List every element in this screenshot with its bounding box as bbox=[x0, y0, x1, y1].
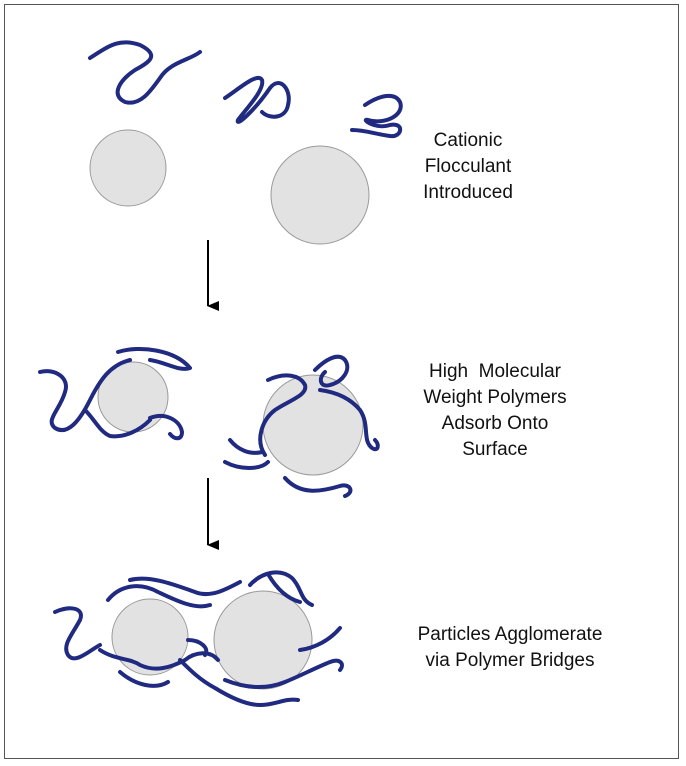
stage-1 bbox=[88, 40, 403, 245]
polymer-chain bbox=[128, 576, 242, 597]
polymer-chain bbox=[178, 658, 300, 707]
particle-small bbox=[89, 129, 167, 207]
polymer-chain bbox=[186, 638, 209, 657]
polymer-chain bbox=[223, 658, 344, 689]
polymer-chain bbox=[88, 40, 202, 105]
polymer-chain bbox=[53, 606, 102, 661]
polymer-chain bbox=[116, 346, 192, 371]
polymer-chain bbox=[38, 358, 132, 432]
stage-1-label: Cationic Flocculant Introduced bbox=[398, 128, 538, 206]
polymer-chain bbox=[148, 413, 184, 441]
stage-2-label: High Molecular Weight Polymers Adsorb On… bbox=[410, 359, 580, 463]
polymer-chain bbox=[313, 354, 350, 388]
polymer-chain bbox=[118, 670, 170, 688]
polymer-chain bbox=[223, 460, 270, 470]
stage-3-label: Particles Agglomerate via Polymer Bridge… bbox=[400, 622, 620, 674]
polymer-chain bbox=[298, 626, 342, 652]
polymer-chain bbox=[248, 570, 314, 607]
label-line: via Polymer Bridges bbox=[425, 650, 595, 671]
polymer-chain bbox=[98, 648, 220, 671]
label-line: High Molecular bbox=[429, 361, 561, 382]
label-line: Flocculant bbox=[424, 156, 512, 177]
polymer-chain bbox=[228, 438, 264, 455]
stage-2 bbox=[38, 346, 380, 498]
polymer-chain bbox=[318, 388, 380, 452]
label-line: Cationic bbox=[433, 130, 503, 151]
label-line: Surface bbox=[462, 439, 528, 460]
stage-3 bbox=[53, 570, 344, 707]
label-line: Introduced bbox=[423, 182, 513, 203]
particle-large bbox=[213, 590, 313, 690]
polymer-chain bbox=[223, 76, 291, 124]
particle-small bbox=[111, 598, 189, 676]
label-line: Adsorb Onto bbox=[441, 413, 549, 434]
label-line: Weight Polymers bbox=[423, 387, 567, 408]
label-line: Particles Agglomerate bbox=[417, 624, 603, 645]
polymer-chain bbox=[266, 572, 302, 604]
polymer-chain bbox=[83, 408, 152, 439]
polymer-chain bbox=[258, 373, 308, 457]
polymer-chain bbox=[283, 476, 353, 498]
diagram-frame bbox=[4, 4, 679, 759]
polymer-chain bbox=[350, 93, 403, 139]
polymer-chain bbox=[106, 584, 212, 609]
particle-large bbox=[262, 374, 364, 476]
particle-large bbox=[270, 145, 370, 245]
